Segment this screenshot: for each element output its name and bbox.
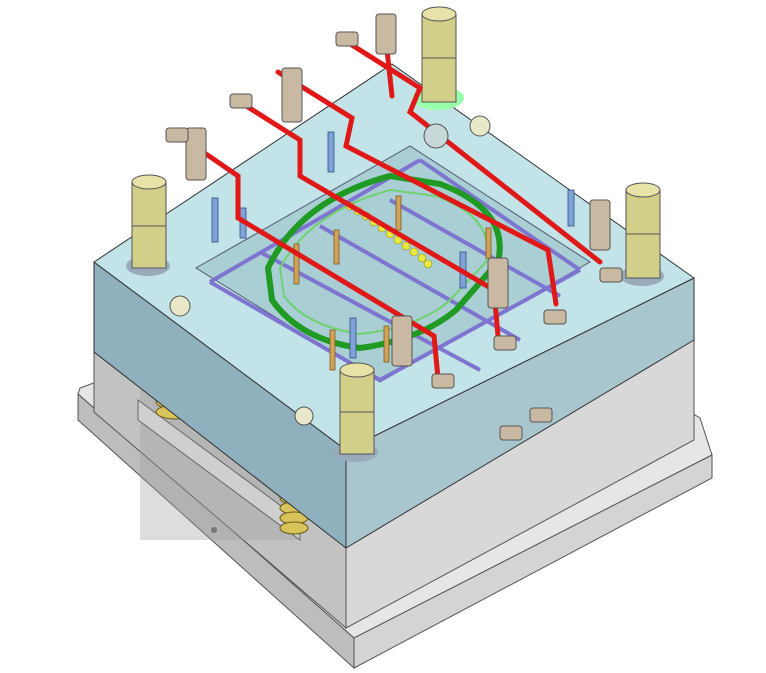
guide-pillar-icon	[126, 6, 664, 462]
support-bar	[389, 198, 561, 298]
fitting	[185, 127, 207, 181]
cooling-fitting-icon	[165, 13, 623, 441]
fitting	[493, 335, 517, 351]
pin	[293, 243, 300, 285]
guide-pillar-left	[126, 174, 170, 276]
hole	[169, 295, 191, 317]
hole	[211, 527, 217, 533]
ejector-rail	[137, 399, 301, 541]
screw	[349, 317, 357, 359]
fitting	[543, 309, 567, 325]
guide-pillar-right	[620, 182, 664, 286]
fitting	[165, 127, 189, 143]
fitting	[335, 31, 359, 47]
support-bar	[319, 224, 521, 342]
hole	[423, 123, 449, 149]
pin	[329, 329, 336, 371]
base-right-face	[353, 454, 713, 669]
guide-pillar-top	[412, 6, 464, 110]
cooling-line	[171, 129, 441, 381]
cooling-line	[341, 37, 603, 265]
plate-holes	[169, 115, 491, 426]
cooling-line	[275, 69, 559, 307]
fitting	[487, 257, 509, 309]
pins	[293, 195, 492, 371]
pin	[383, 325, 390, 363]
cooling-lines	[171, 19, 603, 381]
fitting	[431, 373, 455, 389]
hole	[294, 406, 314, 426]
pin	[485, 227, 492, 259]
screw	[567, 189, 575, 227]
guide-pillar-front	[334, 362, 378, 462]
top-plate	[93, 63, 695, 550]
pin	[333, 229, 340, 265]
fitting	[599, 267, 623, 283]
screw	[327, 131, 335, 173]
screw	[211, 197, 219, 243]
fitting	[391, 315, 413, 367]
fitting	[229, 93, 253, 109]
fitting	[375, 13, 397, 55]
part-outline-inner	[278, 188, 489, 336]
hole	[469, 115, 491, 137]
pin	[395, 195, 402, 231]
support-bar	[418, 158, 582, 272]
fitting	[589, 199, 611, 251]
fitting	[529, 407, 553, 423]
fitting	[499, 425, 523, 441]
fitting	[281, 67, 303, 123]
